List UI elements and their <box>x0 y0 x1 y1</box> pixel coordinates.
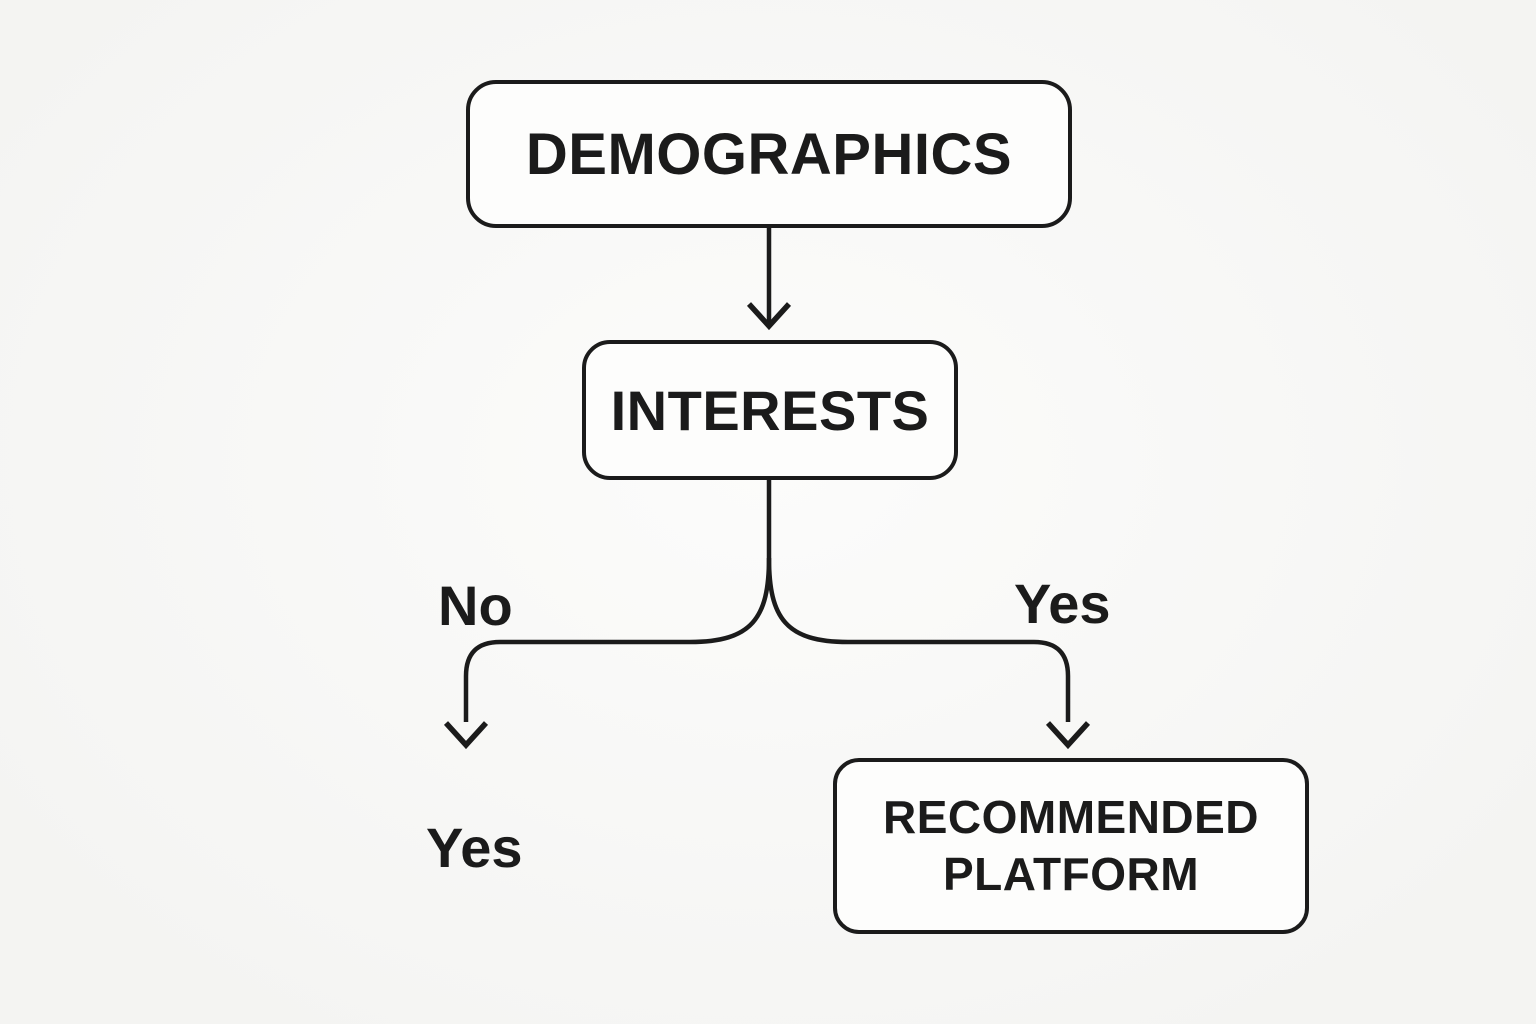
node-recommended-platform: RECOMMENDED PLATFORM <box>833 758 1309 934</box>
fork-connector-no-branch <box>463 480 772 722</box>
arrowhead-down-icon <box>1045 721 1091 750</box>
leaf-label-yes: Yes <box>426 816 523 879</box>
node-recommended-platform-label: RECOMMENDED PLATFORM <box>882 790 1260 900</box>
node-demographics: DEMOGRAPHICS <box>466 80 1072 228</box>
arrowhead-down-icon <box>746 302 792 331</box>
node-demographics-label: DEMOGRAPHICS <box>525 121 1013 187</box>
fork-connector-yes-branch <box>766 557 1071 722</box>
edge-label-yes: Yes <box>1014 572 1111 635</box>
node-interests: INTERESTS <box>582 340 958 480</box>
edge-label-no: No <box>438 574 513 637</box>
node-interests-label: INTERESTS <box>610 378 930 442</box>
arrowhead-down-icon <box>443 721 489 750</box>
